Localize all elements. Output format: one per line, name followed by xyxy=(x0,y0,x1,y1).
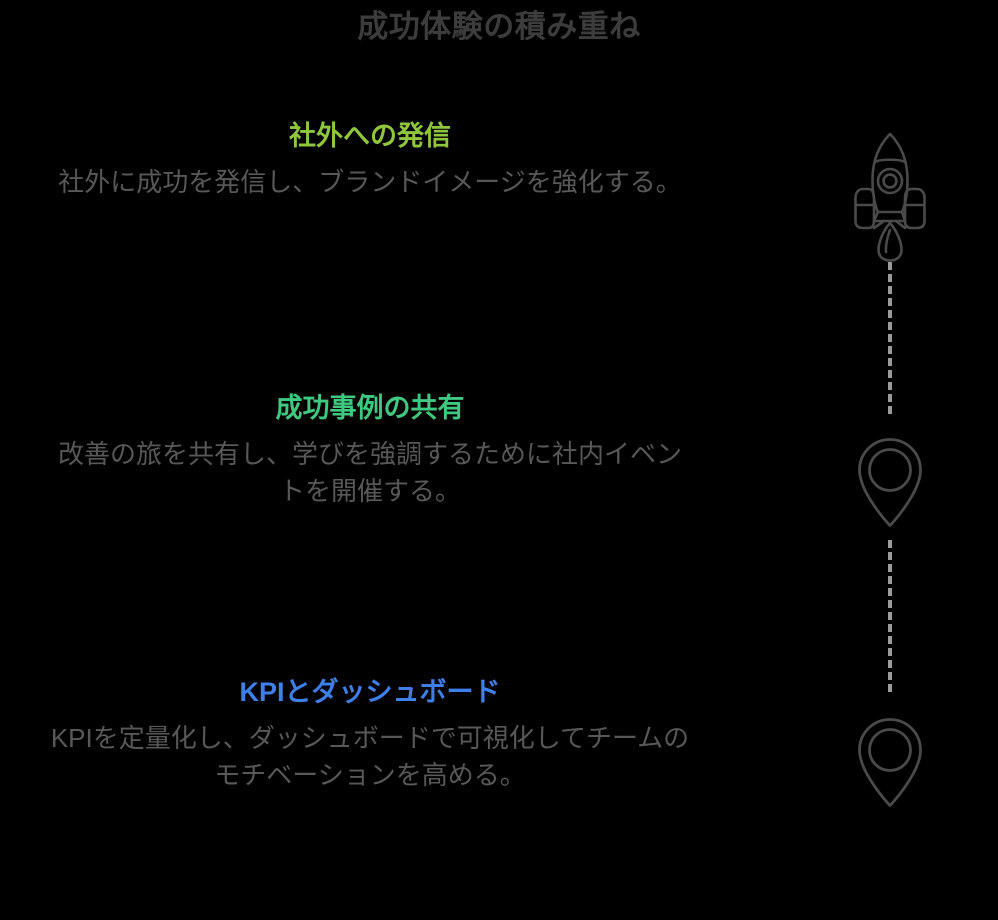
step-heading-2: 成功事例の共有 xyxy=(275,393,465,423)
dashed-connector-1 xyxy=(888,262,892,414)
rocket-icon xyxy=(847,128,933,262)
step-body-1: 社外に成功を発信し、ブランドイメージを強化する。 xyxy=(58,166,682,197)
step-body-2: 改善の旅を共有し、学びを強調するために社内イベントを開催する。 xyxy=(57,438,682,506)
step-body-3: KPIを定量化し、ダッシュボードで可視化してチームのモチベーションを高める。 xyxy=(50,722,690,790)
step-heading-3: KPIとダッシュボード xyxy=(239,677,501,707)
dashed-connector-2 xyxy=(888,540,892,692)
page-title: 成功体験の積み重ね xyxy=(357,9,641,44)
map-pin-icon-1 xyxy=(853,432,927,528)
step-block-3: KPIとダッシュボード KPIを定量化し、ダッシュボードで可視化してチームのモチ… xyxy=(40,676,700,794)
map-pin-icon-2 xyxy=(853,712,927,808)
step-block-1: 社外への発信 社外に成功を発信し、ブランドイメージを強化する。 xyxy=(40,120,700,201)
step-heading-1: 社外への発信 xyxy=(289,121,451,151)
timeline-rail xyxy=(820,0,960,920)
steps-column: 社外への発信 社外に成功を発信し、ブランドイメージを強化する。 成功事例の共有 … xyxy=(40,0,700,920)
step-block-2: 成功事例の共有 改善の旅を共有し、学びを強調するために社内イベントを開催する。 xyxy=(40,392,700,510)
